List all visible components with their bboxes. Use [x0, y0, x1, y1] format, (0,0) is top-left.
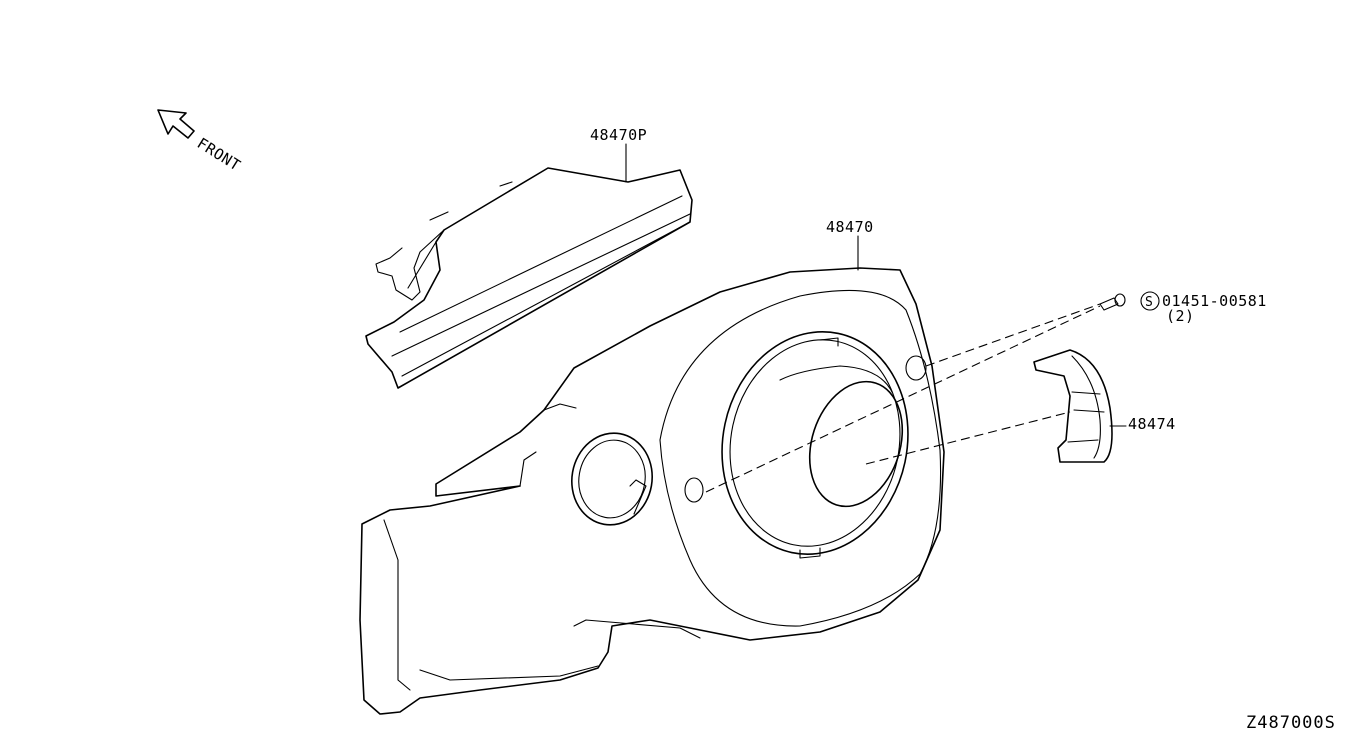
screw-marker-letter: S — [1145, 295, 1153, 310]
column-lid — [1033, 349, 1113, 463]
assembly-lines — [705, 303, 1101, 493]
upper-column-cover — [365, 167, 693, 389]
screw-quantity: (2) — [1166, 307, 1195, 325]
screw-standard-marker — [1140, 291, 1160, 311]
part-label-48470P: 48470P — [590, 126, 647, 144]
part-label-48474: 48474 — [1128, 415, 1176, 433]
screw — [1099, 293, 1126, 311]
part-label-screw: 01451-00581 — [1162, 292, 1267, 310]
lower-column-cover — [359, 267, 945, 715]
front-arrow-icon — [157, 109, 195, 139]
part-label-48470: 48470 — [826, 218, 874, 236]
diagram-code: Z487000S — [1246, 713, 1336, 733]
front-label: FRONT — [194, 134, 244, 175]
